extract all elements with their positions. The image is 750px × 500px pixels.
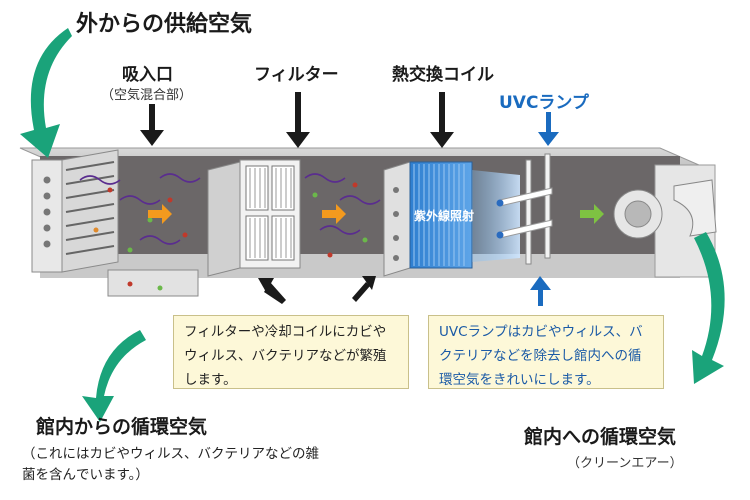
filter-label: フィルター: [254, 65, 339, 85]
problem-note: フィルターや冷却コイルにカビやウィルス、バクテリアなどが繁殖します。: [173, 315, 409, 389]
supply-air-subtitle: （クリーンエアー）: [567, 456, 683, 471]
uvc-pointer-arrows: [530, 112, 559, 306]
coil-label: 熱交換コイル: [392, 65, 494, 85]
big-flow-arrows: [20, 28, 725, 422]
intake-label: 吸入口: [122, 65, 173, 85]
heat-exchange-coil: [383, 161, 473, 277]
flow-arrow-orange-1: [148, 204, 172, 224]
intake-sublabel: （空気混合部）: [101, 88, 193, 103]
solution-note: UVCランプはカビやウィルス、バクテリアなどを除去し館内への循環空気をきれいにし…: [428, 315, 664, 389]
outside-air-title: 外からの供給空気: [76, 12, 253, 37]
supply-air-title: 館内への循環空気: [524, 426, 677, 448]
flow-arrow-green: [580, 204, 604, 224]
supply-fan: [613, 179, 717, 239]
return-air-title: 館内からの循環空気: [36, 416, 208, 438]
contaminant-particles: [79, 173, 381, 291]
intake-louver: [31, 149, 199, 297]
filter-panel: [207, 159, 301, 277]
uvc-lamp-label: UVCランプ: [499, 93, 589, 113]
uvc-lamp-unit: [496, 153, 553, 265]
uv-irradiation-label: 紫外線照射: [414, 209, 475, 223]
uv-light-beam: [472, 170, 520, 262]
label-pointer-arrows: [140, 92, 454, 304]
flow-arrow-orange-2: [322, 204, 346, 224]
duct-body: [19, 147, 716, 278]
return-air-description: （これにはカビやウィルス、バクテリアなどの雑菌を含んでいます。）: [22, 446, 319, 483]
